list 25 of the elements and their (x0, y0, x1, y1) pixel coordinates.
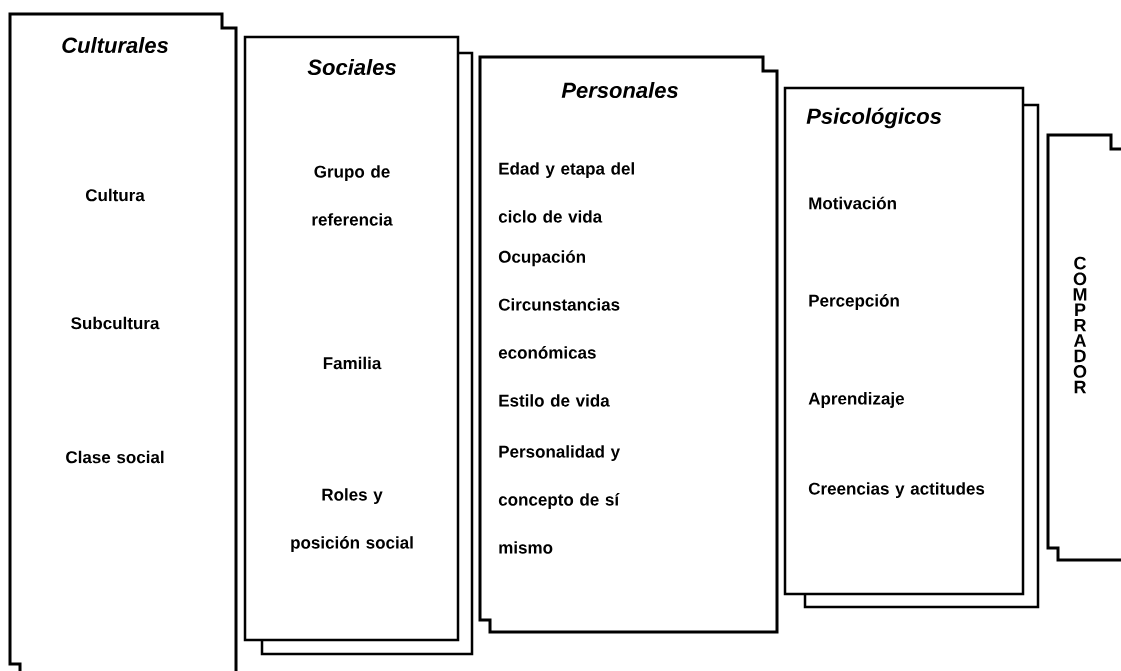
column-heading: Psicológicos (806, 107, 942, 129)
factor-label: Ocupación (498, 250, 585, 267)
factor-label: Grupo de referencia (312, 165, 393, 226)
factor-label: Estilo de vida (499, 394, 610, 407)
factor-column (8, 12, 238, 671)
factor-label: Clase social (66, 450, 164, 464)
factor-label: Circunstancias económicas (498, 298, 620, 359)
factor-label: Subcultura (71, 316, 160, 330)
factor-column (783, 86, 1040, 609)
column-heading: Sociales (307, 58, 396, 76)
factor-label: Familia (323, 356, 382, 370)
factor-label: Edad y etapa del ciclo de vida (498, 162, 634, 223)
vertical-label: COMPRADOR (1073, 256, 1087, 394)
column-heading: Culturales (62, 36, 169, 54)
factor-column (478, 55, 779, 634)
factor-label: Aprendizaje (808, 392, 904, 408)
factor-label: Percepción (809, 294, 899, 310)
factor-label: Motivación (809, 196, 896, 210)
factor-label: Roles y posición social (291, 488, 413, 553)
factor-column (243, 35, 474, 656)
factor-column (1046, 133, 1121, 562)
factor-label: Personalidad y concepto de sí mismo (498, 445, 620, 554)
factor-label: Cultura (85, 188, 145, 202)
column-heading: Personales (561, 81, 678, 99)
factor-label: Creencias y actitudes (808, 482, 985, 499)
